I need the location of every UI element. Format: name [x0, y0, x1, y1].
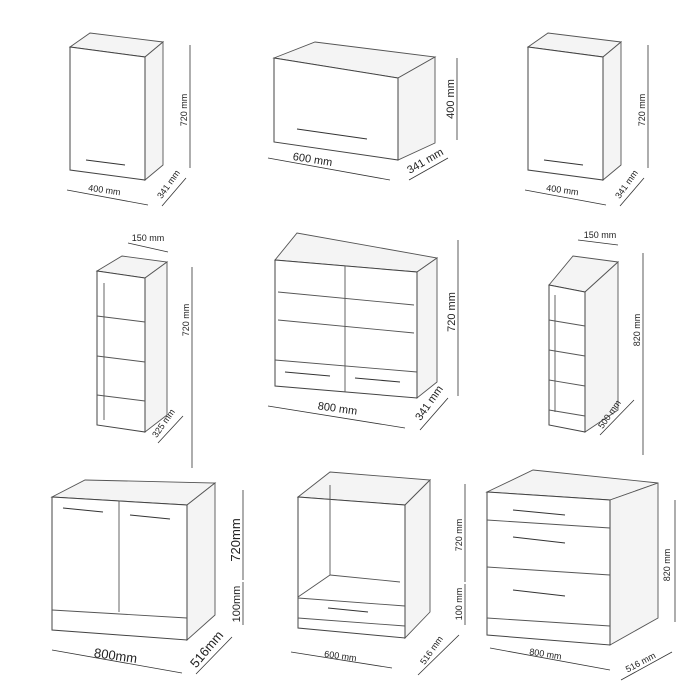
handle: [85, 159, 126, 166]
height-label: 720mm: [228, 518, 243, 561]
plinth-label: 100 mm: [454, 588, 464, 621]
depth-dimension-line: [195, 636, 233, 675]
width-label: 800 mm: [529, 647, 563, 662]
handle: [543, 159, 584, 166]
width-dimension-line: [51, 649, 183, 674]
depth-dimension-line: [620, 651, 673, 681]
oven-opening: [297, 496, 406, 639]
width-label: 600 mm: [324, 649, 358, 663]
drawer-base-800: 820 mm 800 mm 516 mm: [485, 469, 676, 681]
width-dimension-line: [577, 239, 619, 246]
width-dimension-line: [524, 189, 607, 206]
plinth-label: 100mm: [231, 586, 243, 623]
width-label: 150 mm: [584, 230, 617, 240]
oven-base-600: 720 mm 100 mm 600 mm 516 mm: [290, 471, 466, 676]
height-label: 720 mm: [179, 94, 189, 127]
height-label: 720 mm: [454, 519, 464, 552]
door: [69, 46, 146, 181]
depth-dimension-line: [599, 399, 635, 436]
depth-dimension-line: [161, 177, 187, 207]
width-dimension-line: [290, 651, 393, 669]
depth-label: 341 mm: [155, 168, 182, 200]
drawer-handle-2: [512, 536, 566, 544]
open-front: [96, 270, 146, 433]
cabinet-wall-flap-600: 400 mm 600 mm 341 mm: [267, 41, 458, 181]
side-panel: [186, 482, 216, 642]
width-dimension-line: [489, 647, 611, 671]
open-front: [548, 284, 586, 433]
height-label: 820 mm: [632, 314, 642, 347]
shelf-unit-150: 150 mm 720 mm 325 mm: [95, 233, 193, 468]
drawer-handle-3: [512, 589, 566, 597]
door: [527, 46, 604, 181]
depth-label: 341 mm: [613, 168, 640, 200]
depth-dimension-line: [157, 415, 184, 444]
drawer-handle-left: [284, 371, 331, 377]
glass-doors: [274, 259, 418, 399]
height-label: 400 mm: [445, 79, 457, 119]
width-label: 400 mm: [546, 183, 580, 197]
doors: [51, 496, 188, 641]
side-panel: [144, 261, 168, 433]
side-panel: [144, 41, 164, 181]
depth-dimension-line: [408, 157, 449, 181]
drawer-handle-right: [354, 377, 401, 383]
width-dimension-line: [267, 157, 391, 181]
height-label: 720 mm: [446, 292, 458, 332]
cabinet-wall-400: 720 mm 400 mm 341 mm: [66, 32, 191, 207]
width-dimension-line: [267, 405, 406, 429]
width-label: 150 mm: [132, 233, 165, 243]
height-label: 720 mm: [637, 94, 647, 127]
flap-door: [273, 57, 399, 161]
height-label: 820 mm: [662, 549, 672, 582]
width-label: 400 mm: [88, 183, 122, 197]
sink-base-800: 720mm 100mm 800mm 516mm: [50, 479, 244, 675]
depth-label: 516 mm: [624, 650, 657, 674]
side-panel: [609, 482, 659, 646]
cabinet-wall-400-b: 720 mm 400 mm 341 mm: [524, 32, 649, 207]
glass-wall-cabinet-800: 720 mm 800 mm 341 mm: [267, 232, 459, 431]
drawer-handle: [327, 607, 369, 613]
side-panel: [416, 257, 438, 399]
side-panel: [404, 478, 431, 640]
drawer-fronts: [486, 491, 611, 646]
handle: [296, 128, 368, 140]
base-shelf-150: 150 mm 820 mm 500 mm: [548, 230, 644, 455]
drawer-handle-1: [512, 509, 566, 516]
height-label: 720 mm: [181, 304, 191, 337]
depth-dimension-line: [419, 397, 449, 431]
depth-dimension-line: [417, 634, 460, 676]
width-label: 800mm: [93, 645, 138, 666]
width-dimension-line: [66, 189, 149, 206]
width-dimension-line: [127, 242, 169, 253]
door-handle-right: [129, 514, 171, 520]
width-label: 800 mm: [317, 400, 358, 417]
depth-dimension-line: [619, 177, 645, 207]
side-panel: [602, 41, 622, 181]
door-handle-left: [62, 507, 104, 513]
